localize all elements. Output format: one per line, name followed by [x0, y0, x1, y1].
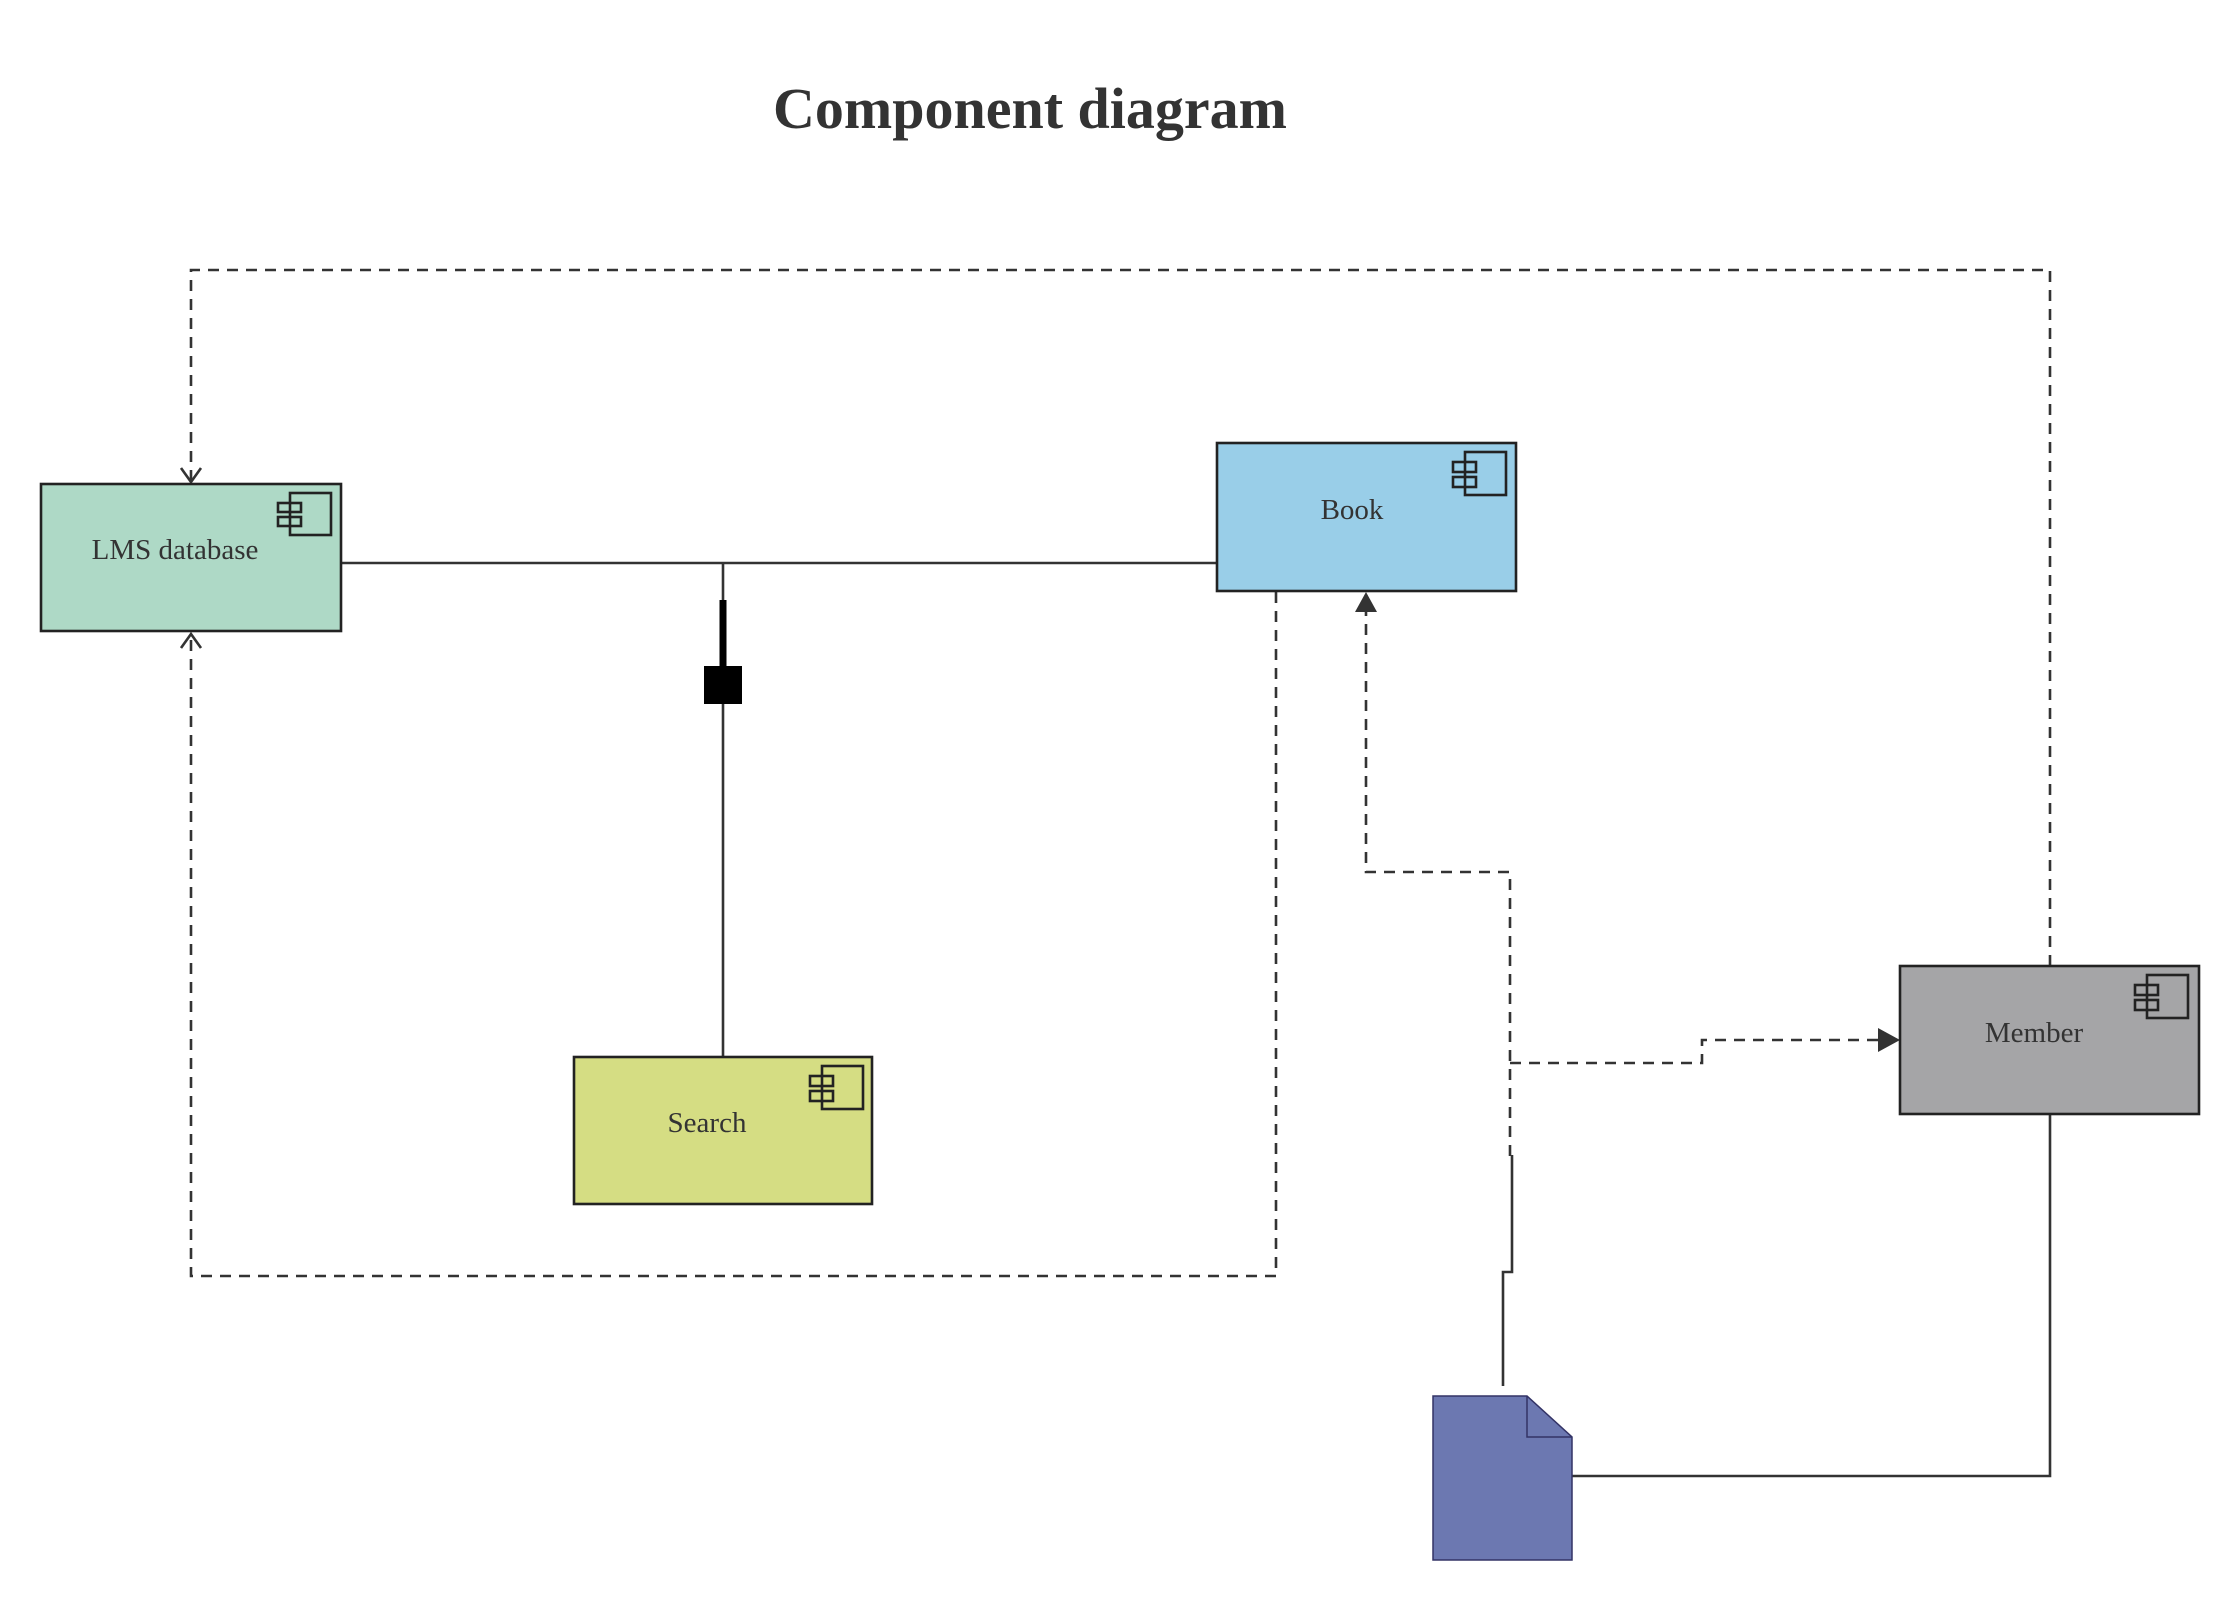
- component-label: LMS database: [92, 534, 259, 566]
- component-search[interactable]: Search: [572, 1055, 874, 1206]
- artifact-document[interactable]: [1432, 1395, 1573, 1561]
- diagram-title: Component diagram: [773, 76, 1287, 141]
- filled-arrowhead-member: [1878, 1028, 1900, 1052]
- artifact-upward-link[interactable]: [1501, 1155, 1514, 1386]
- dependency-artifact-to-book[interactable]: [1364, 610, 1512, 1156]
- component-label: Book: [1321, 494, 1384, 526]
- document-fold: [1526, 1396, 1572, 1438]
- connector-end-square: [704, 666, 742, 704]
- component-icon: [1451, 450, 1508, 497]
- dependency-book-to-lms-database[interactable]: [189, 592, 1278, 1278]
- filled-arrowhead-book: [1355, 592, 1377, 612]
- component-label: Search: [668, 1107, 747, 1139]
- connectors: [179, 268, 2052, 1478]
- component-book[interactable]: Book: [1215, 441, 1518, 593]
- component-icon: [808, 1064, 865, 1111]
- open-arrowhead-lms-bottom: [179, 631, 203, 649]
- component-icon: [2133, 973, 2190, 1020]
- dependency-to-member[interactable]: [1510, 1038, 1880, 1065]
- dependency-member-to-lms-database[interactable]: [189, 268, 2052, 966]
- document-icon: [1432, 1395, 1573, 1561]
- open-arrowhead-lms-top: [179, 467, 203, 485]
- component-member[interactable]: Member: [1898, 964, 2201, 1116]
- component-icon: [276, 491, 333, 537]
- component-label: Member: [1985, 1017, 2084, 1049]
- association-member-to-artifact[interactable]: [1572, 1114, 2052, 1478]
- component-lms-database[interactable]: LMS database: [39, 482, 343, 633]
- component-box: [1898, 964, 2201, 1116]
